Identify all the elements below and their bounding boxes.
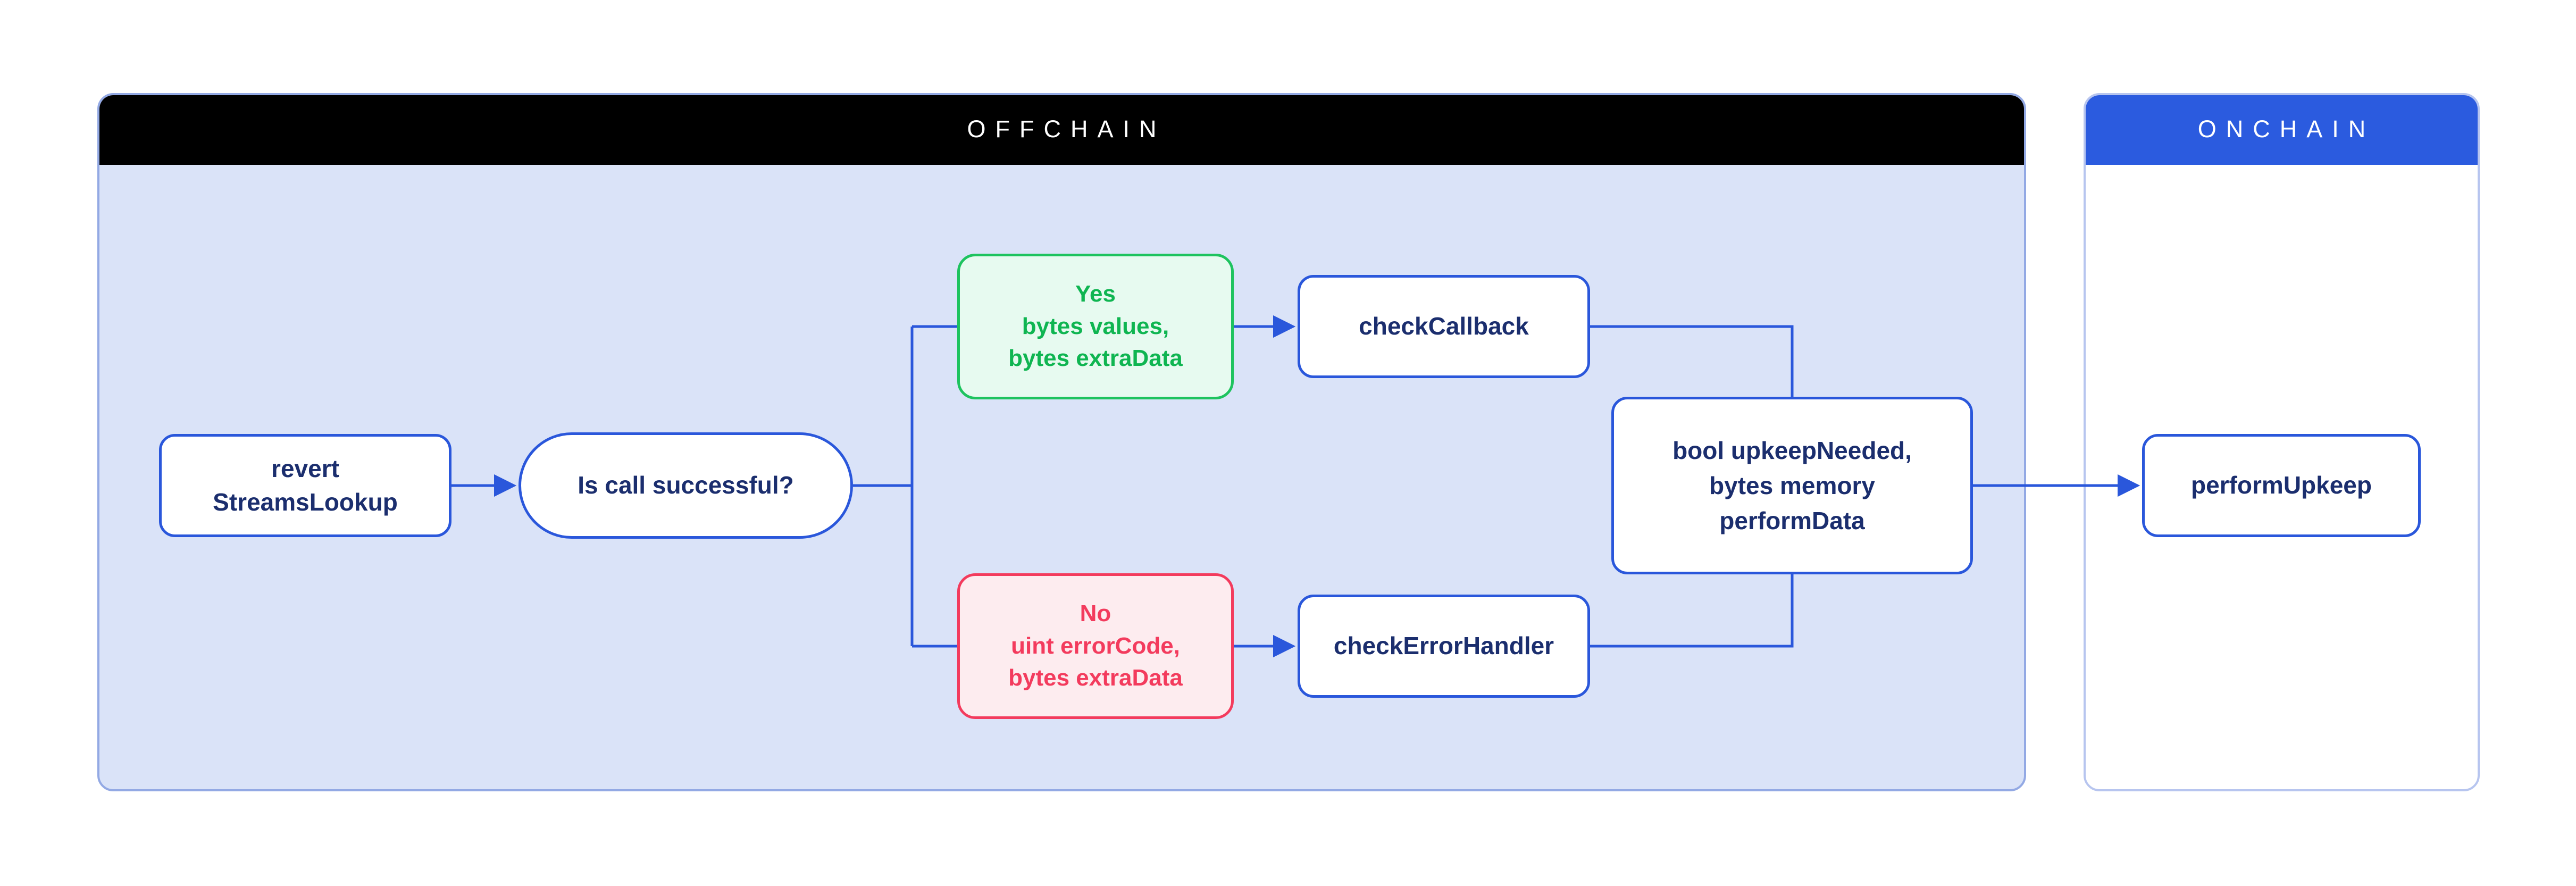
offchain-panel-header: OFFCHAIN	[99, 95, 2024, 165]
node-check-callback: checkCallback	[1298, 275, 1590, 378]
node-upkeep-result: bool upkeepNeeded, bytes memory performD…	[1611, 397, 1973, 574]
node-check-error-handler: checkErrorHandler	[1298, 595, 1590, 698]
node-revert-streams-lookup: revert StreamsLookup	[159, 434, 451, 537]
onchain-panel-header: ONCHAIN	[2086, 95, 2478, 165]
offchain-panel-title: OFFCHAIN	[967, 115, 1166, 143]
onchain-panel-title: ONCHAIN	[2197, 115, 2376, 143]
node-yes-branch: Yes bytes values, bytes extraData	[957, 254, 1234, 399]
node-no-branch: No uint errorCode, bytes extraData	[957, 573, 1234, 719]
node-is-call-successful: Is call successful?	[518, 432, 853, 539]
node-perform-upkeep: performUpkeep	[2142, 434, 2421, 537]
